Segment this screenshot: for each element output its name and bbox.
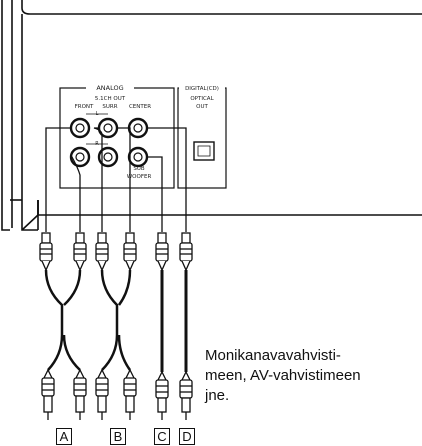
- analog-label: ANALOG: [96, 84, 123, 92]
- jack-front-l: [69, 117, 91, 139]
- woofer-label: WOOFER: [127, 174, 152, 180]
- connection-lines: [45, 127, 187, 232]
- cable-label-c: C: [154, 428, 170, 445]
- jack-surr-r: [97, 146, 119, 168]
- cable-label-d: D: [179, 428, 195, 445]
- front-label: FRONT: [75, 104, 94, 110]
- analog-panel: ANALOG 5.1CH OUT FRONT SURR CENTER L R S…: [59, 82, 175, 189]
- plug-b-bottom-left: [95, 368, 109, 420]
- out-label: 5.1CH OUT: [95, 96, 126, 102]
- cables: [39, 232, 193, 272]
- center-label: CENTER: [129, 104, 151, 110]
- jack-front-r: [69, 146, 91, 168]
- jack-subwoofer: [127, 146, 149, 168]
- optical-out-label: OUT: [196, 104, 208, 110]
- cable-label-b: B: [110, 428, 126, 445]
- digital-panel: DIGITAL(CD) OPTICAL OUT: [177, 82, 227, 189]
- plug-d-top: [179, 232, 193, 272]
- device-outline: [1, 0, 422, 231]
- optical-port: [193, 141, 215, 161]
- bottom-plugs: [41, 368, 193, 420]
- plug-c-top: [155, 232, 169, 272]
- jacks: [69, 117, 149, 168]
- cable-wires: [44, 269, 188, 372]
- cable-label-a: A: [56, 428, 72, 445]
- jack-center: [127, 117, 149, 139]
- plug-c-bottom: [155, 370, 169, 420]
- plug-b-top-left: [95, 232, 109, 272]
- optical-label: OPTICAL: [190, 96, 214, 102]
- plug-b-top-right: [123, 232, 137, 272]
- plug-a-top-left: [39, 232, 53, 272]
- plug-d-bottom: [179, 370, 193, 420]
- destination-caption: Monikanavavahvisti- meen, AV-vahvistimee…: [205, 347, 361, 404]
- surr-label: SURR: [102, 104, 117, 110]
- plug-b-bottom-right: [123, 368, 137, 420]
- plug-a-top-right: [73, 232, 87, 272]
- digital-label: DIGITAL(CD): [185, 86, 219, 92]
- plug-a-bottom-left: [41, 368, 55, 420]
- sub-label: SUB: [133, 166, 145, 172]
- plug-a-bottom-right: [73, 368, 87, 420]
